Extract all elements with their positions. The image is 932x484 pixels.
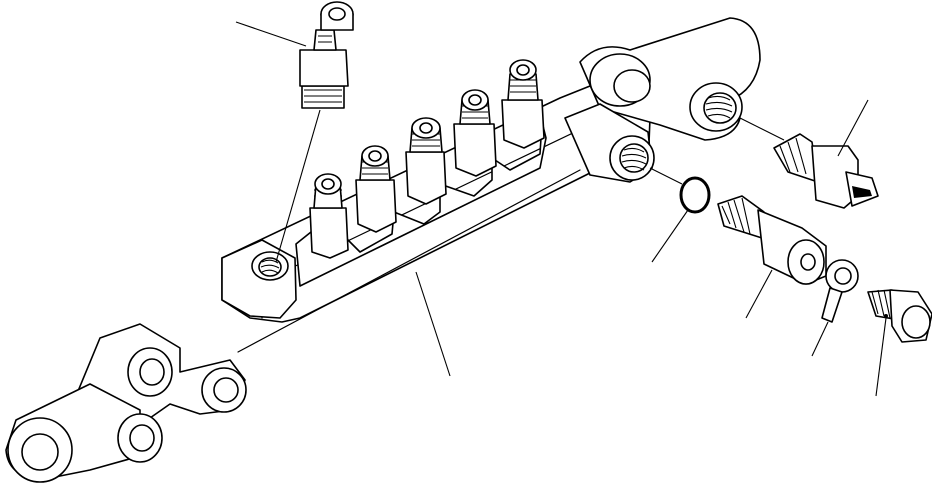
callout-lines xyxy=(235,21,887,397)
pressure-sensor xyxy=(773,133,879,209)
callout-common-rail xyxy=(415,271,451,377)
outlet-1 xyxy=(309,173,349,259)
bleeder-screw-top xyxy=(299,1,354,109)
callout-pressure-limiter xyxy=(745,269,773,319)
outlet-4 xyxy=(453,89,497,177)
outlet-2 xyxy=(355,145,397,233)
banjo-bolt xyxy=(867,289,932,343)
callout-pressure-sensor xyxy=(837,99,869,157)
callout-o-ring xyxy=(651,209,689,263)
o-ring xyxy=(679,176,711,214)
callout-o-ring-to-port xyxy=(649,167,683,185)
injector-outlets xyxy=(295,59,547,287)
common-rail-body xyxy=(5,17,761,483)
callout-bleeder-screw xyxy=(235,21,307,47)
callout-sensor-to-port xyxy=(739,117,785,141)
outlet-5 xyxy=(501,59,545,149)
callout-washer xyxy=(811,321,829,357)
washer xyxy=(821,259,859,323)
outlet-3 xyxy=(405,117,447,205)
callout-bleeder-to-port xyxy=(275,109,321,263)
pressure-limiter xyxy=(717,195,827,285)
callout-banjo-bolt xyxy=(875,317,887,397)
